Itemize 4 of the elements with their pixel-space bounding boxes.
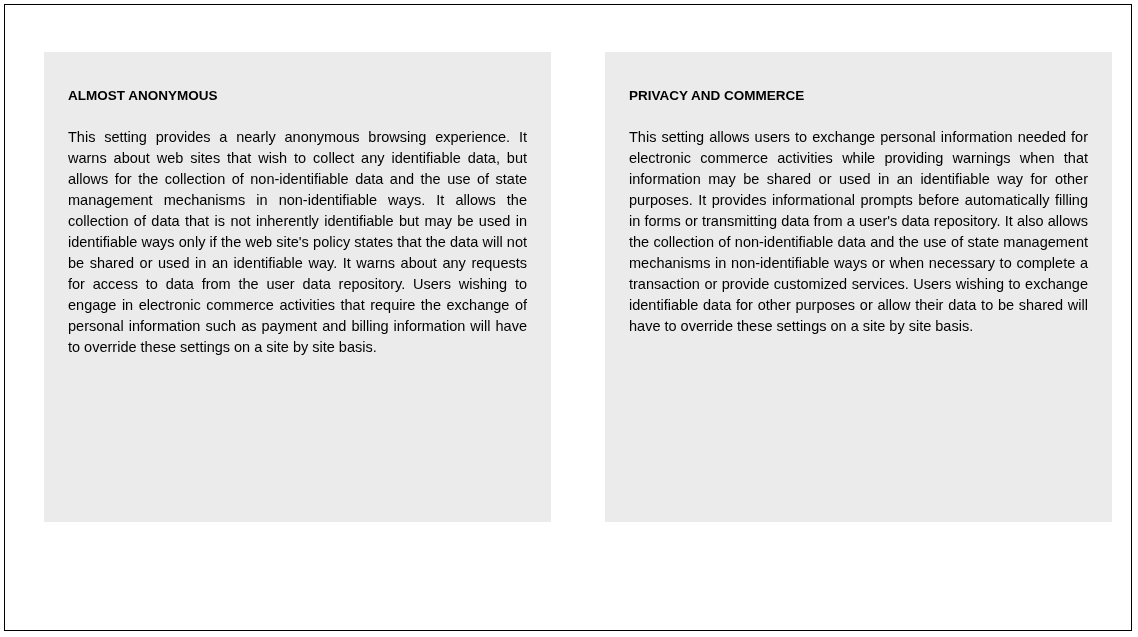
panel-paragraph: This setting provides a nearly anonymous browsing experience. It warns about web sites that wish to collect any identifiable data, but allows for the collection of non-identifiable data and the use of state management mechanisms in non-identifiable ways. It allows the collection of data that is not inherently identifiable but may be used in identifiable ways only if the web site's policy states that the data will not be shared or used in an identifiable way. It warns about any requests for access to data from the user data repository. Users wishing to engage in electronic commerce activities that require the exchange of personal information such as payment and billing information will have to override these settings on a site by site basis.: [68, 128, 527, 357]
panel-paragraph: This setting allows users to exchange personal information needed for electronic commerce activities while providing warnings when that information may be shared or used in an identifiable way for other purposes. It provides informational prompts before automatically filling in forms or transmitting data from a user's data repository. It also allows the collection of non-identifiable data and the use of state management mechanisms in non-identifiable ways or when necessary to complete a transaction or provide customized services. Users wishing to exchange identifiable data for other purposes or allow their data to be shared will have to override these settings on a site by site basis.: [629, 128, 1088, 336]
panel-heading: PRIVACY AND COMMERCE: [629, 88, 806, 103]
panel-heading: ALMOST ANONYMOUS: [68, 88, 219, 103]
